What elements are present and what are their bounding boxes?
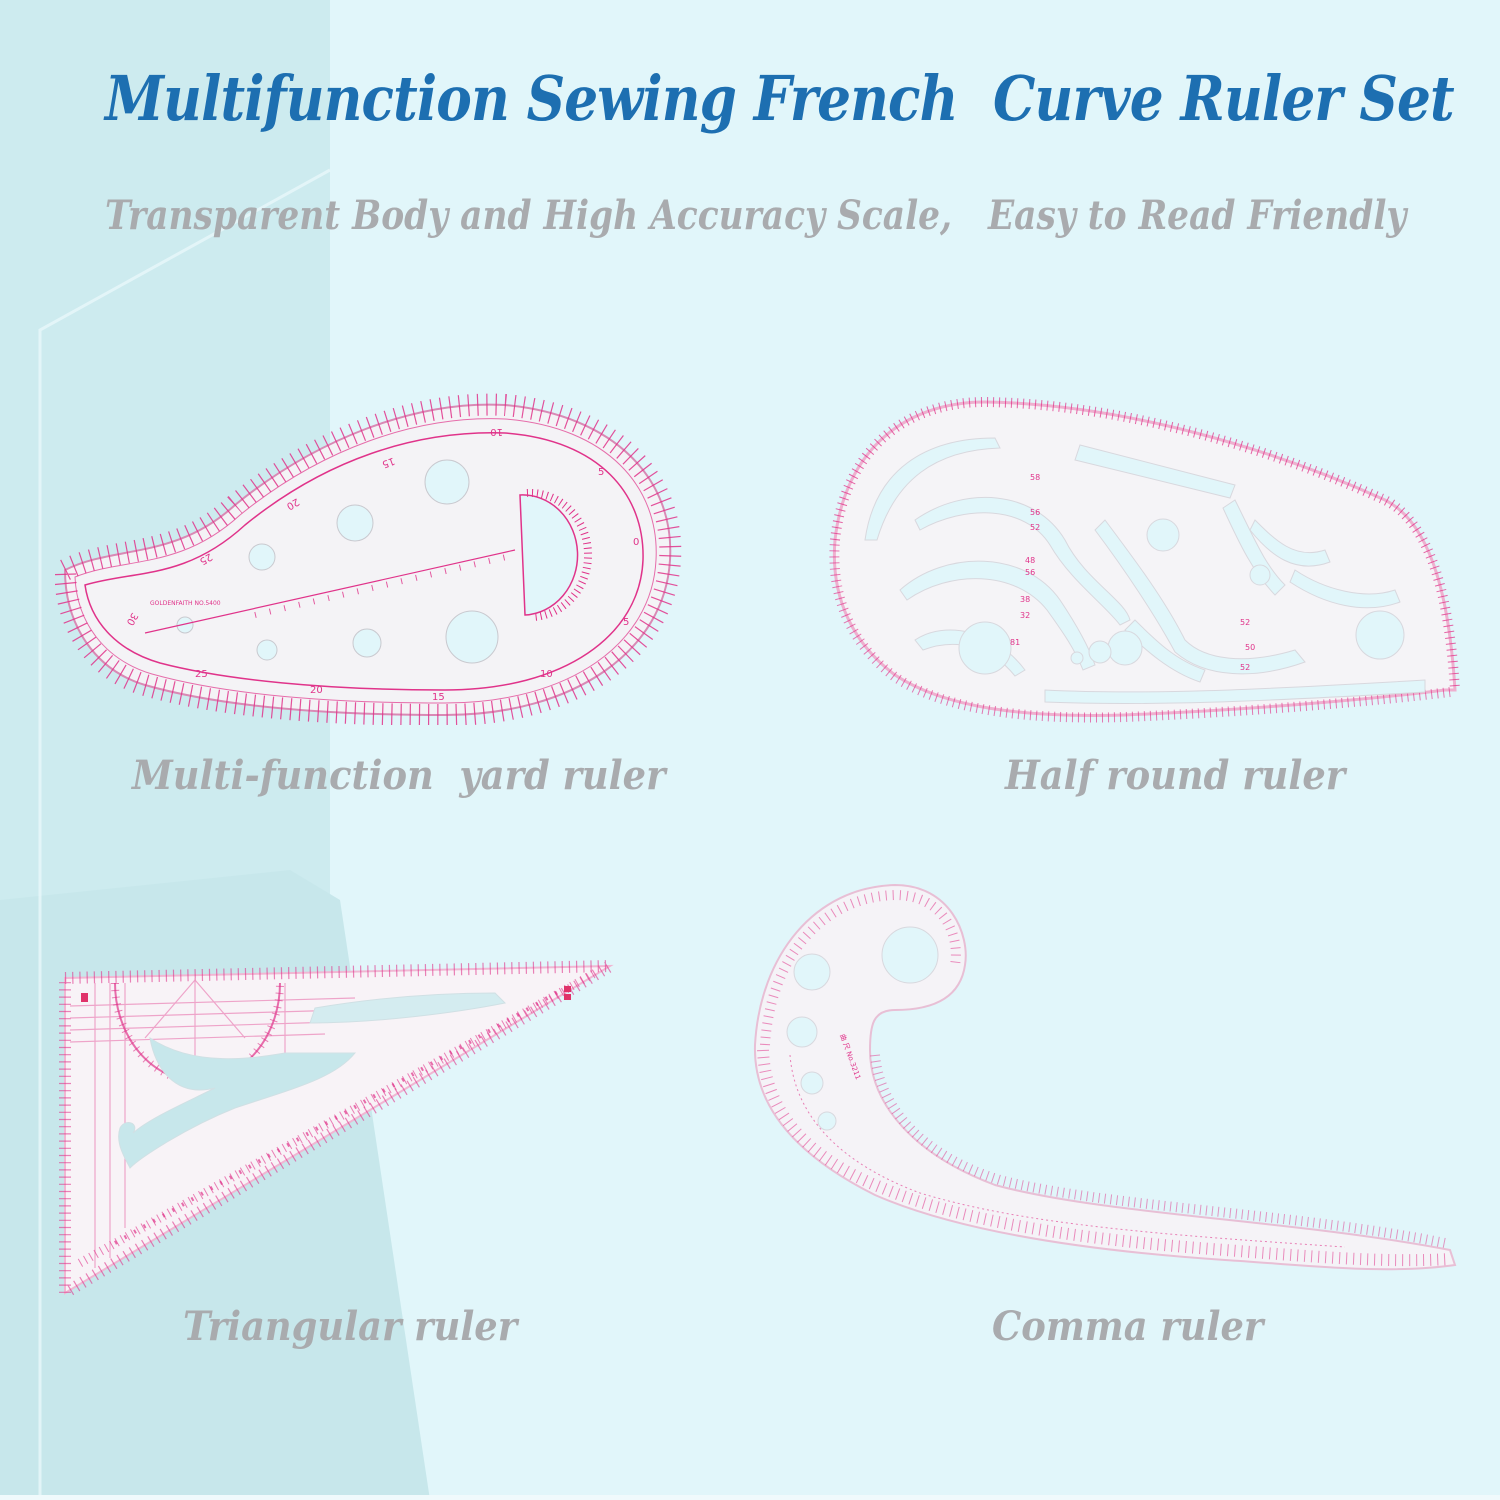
svg-text:20: 20	[310, 685, 323, 696]
triangular-ruler-image	[59, 959, 625, 1304]
caption-comma-ruler: Comma ruler	[992, 1303, 1264, 1350]
svg-text:81: 81	[1010, 638, 1020, 647]
svg-text:GOLDENFAITH NO.5400: GOLDENFAITH NO.5400	[150, 600, 221, 607]
caption-half-round-ruler: Half round ruler	[1005, 752, 1346, 799]
svg-text:5: 5	[598, 467, 604, 478]
caption-yard-ruler: Multi-function yard ruler	[132, 752, 666, 799]
svg-text:15: 15	[380, 455, 396, 470]
svg-text:38: 38	[1020, 595, 1030, 604]
yard-ruler-image: GOLDENFAITH NO.5400 10 15 20 25 30 5 0 5…	[55, 393, 682, 725]
page-subtitle: Transparent Body and High Accuracy Scale…	[105, 192, 1407, 239]
svg-text:50: 50	[1245, 643, 1255, 652]
svg-text:52: 52	[1030, 523, 1040, 532]
caption-triangular-ruler: Triangular ruler	[183, 1303, 518, 1350]
svg-text:10: 10	[540, 669, 553, 680]
page-title: Multifunction Sewing French Curve Ruler …	[105, 62, 1455, 135]
svg-text:25: 25	[195, 669, 208, 680]
svg-text:56: 56	[1030, 508, 1040, 517]
svg-text:0: 0	[633, 537, 639, 548]
comma-ruler-image: 曲 尺 No.3211	[753, 883, 1457, 1271]
svg-text:56: 56	[1025, 568, 1035, 577]
svg-text:52: 52	[1240, 618, 1250, 627]
svg-text:32: 32	[1020, 611, 1030, 620]
svg-text:15: 15	[432, 692, 445, 703]
svg-text:52: 52	[1240, 663, 1250, 672]
svg-text:48: 48	[1025, 556, 1035, 565]
svg-text:5: 5	[623, 617, 629, 628]
svg-text:10: 10	[490, 426, 503, 437]
svg-text:58: 58	[1030, 473, 1040, 482]
